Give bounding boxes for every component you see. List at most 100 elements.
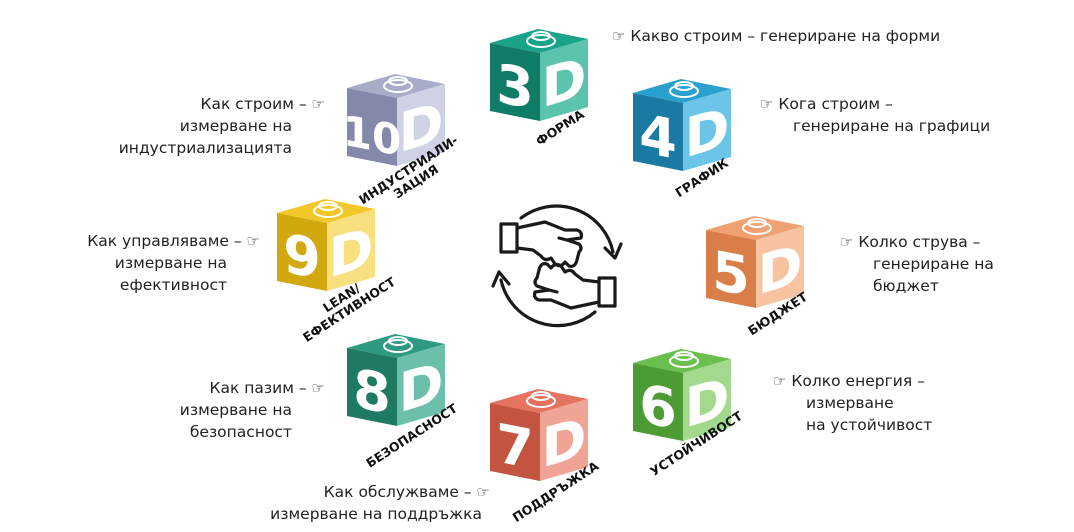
desc-9d-line-3: ефективност: [119, 276, 227, 294]
desc-10d-line-3: индустриализацията: [118, 139, 292, 157]
cube-left-face: [347, 348, 397, 426]
cube-letter: D: [399, 90, 444, 166]
desc-7d-line-1: Как обслужваме –: [323, 483, 472, 501]
cube-left-face: [347, 88, 397, 166]
cube-letter: D: [399, 350, 444, 426]
cube-left-face: [633, 93, 683, 171]
cube-right-face: [540, 39, 588, 121]
desc-3d-line-1: Какво строим – генериране на форми: [630, 27, 941, 45]
cube-right-face: [397, 84, 445, 166]
cube-top-face: [277, 199, 375, 223]
cube-top-icon: [669, 354, 699, 368]
cube-top-face: [490, 389, 588, 413]
desc-8d: Как пазим – ☞ измерване на безопасност: [150, 377, 325, 443]
cube-number: 4: [639, 101, 677, 172]
pointing-hand-icon: ☞: [612, 27, 626, 45]
cube-top-face: [490, 29, 588, 53]
desc-4d: ☞ Кога строим – генериране на графици: [760, 93, 990, 137]
cube-top-face: [633, 79, 731, 103]
desc-6d-line-2: измерване: [806, 394, 894, 412]
cube-number: 5: [712, 238, 750, 309]
desc-4d-line-2: генериране на графици: [793, 117, 991, 135]
cube-letter: D: [329, 215, 374, 291]
cube-top-icon-inner: [318, 201, 338, 211]
cube-number: 6: [639, 371, 677, 442]
cube-top-icon: [383, 79, 413, 93]
cube-top-icon: [526, 34, 556, 48]
cube-letter: D: [685, 365, 730, 441]
cube-10d: 10D: [343, 74, 445, 166]
desc-7d: Как обслужваме – ☞ измерване на поддръжк…: [240, 481, 490, 525]
cube-top-face: [347, 74, 445, 98]
desc-6d-line-1: Колко енергия –: [791, 372, 925, 390]
pointing-hand-icon: ☞: [311, 95, 325, 113]
desc-9d-line-1: Как управляваме –: [87, 232, 242, 250]
cube-top-icon-inner: [531, 31, 551, 41]
cube-number: 9: [283, 221, 321, 292]
cube-right-face: [540, 399, 588, 481]
cube-number: 10: [343, 106, 401, 166]
cube-top-icon: [742, 221, 772, 235]
cube-letter: D: [542, 45, 587, 121]
cube-left-face: [706, 230, 756, 308]
desc-8d-line-2: измерване на: [179, 401, 292, 419]
cube-letter: D: [758, 232, 803, 308]
cube-number: 3: [496, 51, 534, 122]
pointing-hand-icon: ☞: [311, 379, 325, 397]
cube-top-icon-inner: [674, 351, 694, 361]
cube-top-icon: [383, 339, 413, 353]
cube-number: 7: [496, 411, 534, 482]
cube-top-icon-inner: [388, 336, 408, 346]
pointing-hand-icon: ☞: [246, 232, 260, 250]
cube-left-face: [277, 213, 327, 291]
pointing-hand-icon: ☞: [760, 95, 774, 113]
cube-top-face: [633, 349, 731, 373]
handshake-cycle-icon: [491, 204, 623, 328]
cube-letter: D: [685, 95, 730, 171]
desc-9d: Как управляваме – ☞ измерване на ефектив…: [50, 230, 260, 296]
pointing-hand-icon: ☞: [476, 483, 490, 501]
desc-8d-line-3: безопасност: [189, 423, 292, 441]
cube-right-face: [397, 344, 445, 426]
desc-7d-line-2: измерване на поддръжка: [270, 505, 482, 523]
cube-top-icon: [526, 394, 556, 408]
cube-top-icon-inner: [674, 81, 694, 91]
desc-5d-line-2: генериране на: [873, 255, 994, 273]
cube-letter: D: [542, 405, 587, 481]
cube-top-icon: [669, 84, 699, 98]
cube-right-face: [327, 209, 375, 291]
cube-left-face: [490, 403, 540, 481]
desc-10d: Как строим – ☞ измерване на индустриализ…: [110, 93, 325, 159]
desc-8d-line-1: Как пазим –: [209, 379, 307, 397]
desc-9d-line-2: измерване на: [114, 254, 227, 272]
cube-top-face: [706, 216, 804, 240]
cube-right-face: [683, 89, 731, 171]
cube-left-face: [633, 363, 683, 441]
desc-5d-line-1: Колко струва –: [858, 233, 981, 251]
cube-top-face: [347, 334, 445, 358]
cube-right-face: [683, 359, 731, 441]
desc-6d: ☞ Колко енергия – измерване на устойчиво…: [773, 370, 932, 436]
cube-right-face: [756, 226, 804, 308]
cube-top-icon: [313, 204, 343, 218]
desc-3d: ☞ Какво строим – генериране на форми: [612, 25, 940, 47]
cube-top-icon-inner: [388, 76, 408, 86]
cube-top-icon-inner: [531, 391, 551, 401]
desc-5d-line-3: бюджет: [873, 277, 939, 295]
desc-4d-line-1: Кога строим –: [778, 95, 893, 113]
desc-10d-line-1: Как строим –: [200, 95, 307, 113]
cube-number: 8: [353, 356, 391, 427]
pointing-hand-icon: ☞: [840, 233, 854, 251]
pointing-hand-icon: ☞: [773, 372, 787, 390]
cube-top-icon-inner: [747, 218, 767, 228]
desc-10d-line-2: измерване на: [179, 117, 292, 135]
desc-5d: ☞ Колко струва – генериране на бюджет: [840, 231, 994, 297]
